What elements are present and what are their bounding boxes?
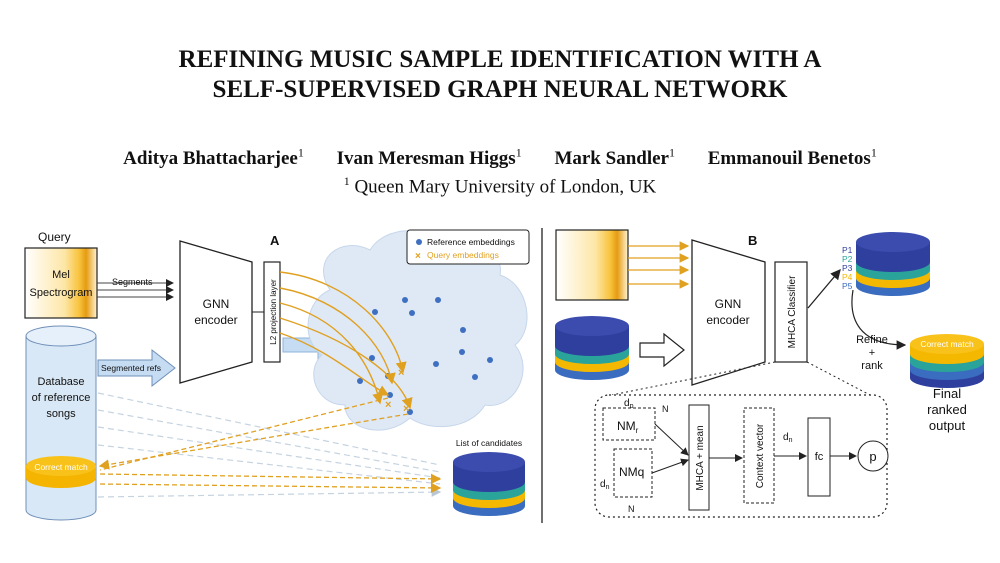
correct-match-lines — [98, 397, 442, 494]
mel-spectrogram-a: Mel Spectrogram — [24, 247, 98, 319]
list-candidates-label: List of candidates — [456, 438, 522, 448]
context-vector-block: Context vector — [743, 407, 775, 504]
svg-text:songs: songs — [46, 408, 76, 420]
svg-text:output: output — [929, 418, 966, 433]
correct-match-label-b: Correct match — [920, 339, 974, 349]
svg-text:MHCA + mean: MHCA + mean — [695, 425, 706, 490]
svg-text:GNN: GNN — [715, 297, 742, 311]
svg-text:Database: Database — [37, 376, 84, 388]
n-label: N — [662, 404, 669, 414]
nmr-block: dp NMr — [602, 398, 656, 441]
svg-text:p: p — [869, 449, 876, 464]
query-trajectories — [279, 271, 413, 410]
svg-text:of reference: of reference — [32, 392, 91, 404]
mel-spectrogram-b — [555, 229, 629, 301]
svg-text:MHCA Classifier: MHCA Classifier — [787, 275, 798, 348]
author: Mark Sandler1 — [554, 146, 675, 170]
embedding-legend: Reference embeddings × Query embeddings — [406, 229, 530, 265]
svg-text:×: × — [385, 399, 391, 411]
svg-text:dn: dn — [600, 479, 610, 491]
svg-text:Refine: Refine — [856, 334, 888, 346]
query-label: Query — [38, 230, 71, 244]
svg-text:+: + — [869, 347, 875, 359]
svg-text:dp: dp — [624, 398, 634, 410]
mhca-classifier: MHCA Classifier — [774, 261, 808, 363]
gnn-encoder-a: GNN encoder — [179, 240, 253, 384]
l2-projection-layer: L2 projection layer — [263, 261, 281, 363]
panel-b-label: B — [748, 233, 757, 248]
svg-text:Context vector: Context vector — [755, 423, 766, 488]
svg-text:Segmented refs: Segmented refs — [101, 363, 161, 373]
svg-text:NMr: NMr — [617, 419, 639, 435]
panel-a-label: A — [270, 233, 280, 248]
output-p-node: p — [857, 440, 889, 472]
author: Ivan Meresman Higgs1 — [336, 146, 522, 170]
svg-text:encoder: encoder — [706, 313, 749, 327]
svg-text:×: × — [403, 403, 409, 415]
paper-title-line-1: REFINING MUSIC SAMPLE IDENTIFICATION WIT… — [178, 46, 822, 73]
svg-text:rank: rank — [861, 360, 883, 372]
query-markers: × × × — [385, 367, 409, 415]
svg-text:Mel: Mel — [52, 269, 70, 281]
segments-label: Segments — [112, 277, 153, 287]
svg-text:P1: P1 — [842, 245, 853, 255]
reference-stack-b — [555, 316, 629, 380]
svg-text:P4: P4 — [842, 272, 853, 282]
svg-text:P3: P3 — [842, 263, 853, 273]
gnn-encoder-b: GNN encoder — [691, 239, 766, 386]
svg-text:P5: P5 — [842, 281, 853, 291]
svg-text:Final: Final — [933, 386, 961, 401]
author: Emmanouil Benetos1 — [707, 146, 877, 170]
segmented-refs-arrow: Segmented refs — [97, 348, 176, 388]
database-to-candidate-lines — [97, 392, 442, 498]
reference-database: Database of reference songs Correct matc… — [25, 325, 97, 521]
author-list: Aditya Bhattacharjee1 Ivan Meresman Higg… — [0, 146, 1000, 170]
svg-text:L2 projection layer: L2 projection layer — [269, 279, 278, 345]
svg-text:Spectrogram: Spectrogram — [30, 287, 93, 299]
fc-block: fc — [807, 417, 831, 497]
p-labels: P1 P2 P3 P4 P5 — [842, 245, 853, 291]
refine-rank-label: Refine + rank — [856, 334, 888, 372]
svg-text:×: × — [415, 251, 421, 262]
stack-input-arrow — [639, 332, 685, 368]
svg-text:Query embeddings: Query embeddings — [427, 250, 499, 260]
svg-text:fc: fc — [815, 451, 824, 463]
mhca-mean-block: MHCA + mean — [688, 404, 710, 511]
svg-text:encoder: encoder — [194, 313, 237, 327]
author: Aditya Bhattacharjee1 — [123, 146, 304, 170]
svg-text:ranked: ranked — [927, 402, 967, 417]
final-ranked-stack: Correct match — [910, 334, 984, 388]
svg-text:×: × — [398, 367, 404, 379]
candidate-stack-a: List of candidates — [453, 438, 525, 516]
nmq-block: NMq dn N — [600, 448, 653, 514]
svg-text:NMq: NMq — [619, 465, 644, 479]
svg-text:P2: P2 — [842, 254, 853, 264]
paper-title-line-2: SELF-SUPERVISED GRAPH NEURAL NETWORK — [212, 76, 788, 103]
svg-text:Reference embeddings: Reference embeddings — [427, 237, 515, 247]
svg-text:GNN: GNN — [203, 297, 230, 311]
affiliation: 1 Queen Mary University of London, UK — [343, 174, 657, 198]
ranked-stack — [856, 232, 930, 296]
correct-match-label-a: Correct match — [34, 462, 88, 472]
svg-text:N: N — [628, 504, 635, 514]
final-ranked-output-label: Final ranked output — [927, 386, 967, 433]
dn-label: dn — [783, 432, 793, 444]
